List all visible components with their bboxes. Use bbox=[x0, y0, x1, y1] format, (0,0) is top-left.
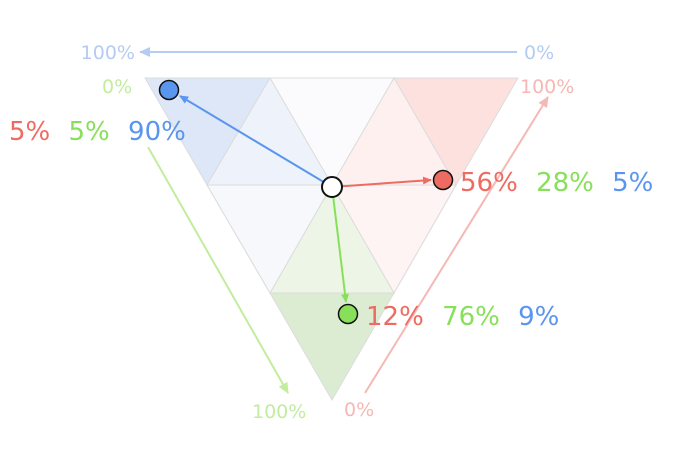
points bbox=[158, 79, 454, 325]
blue-point[interactable] bbox=[158, 79, 180, 101]
green-axis-start-label: 0% bbox=[102, 76, 132, 98]
red-point-label: 56% 28% 5% bbox=[460, 168, 653, 198]
green-axis-end-label: 100% bbox=[252, 401, 306, 423]
blue-point-g: 5% bbox=[69, 117, 110, 147]
blue-point-label: 5% 5% 90% bbox=[9, 117, 186, 147]
green-point[interactable] bbox=[337, 303, 359, 325]
red-point-b: 5% bbox=[612, 168, 653, 198]
vectors bbox=[179, 95, 432, 303]
red-point-r: 56% bbox=[460, 168, 518, 198]
blue-axis-start-label: 100% bbox=[81, 42, 135, 64]
red-axis-arrow bbox=[364, 96, 549, 394]
green-point-label: 12% 76% 9% bbox=[366, 302, 559, 332]
blue-axis-end-label: 0% bbox=[524, 42, 554, 64]
axes: 100% 0% 0% 100% 0% 100% bbox=[81, 42, 575, 423]
red-point[interactable] bbox=[432, 169, 454, 191]
green-axis-arrow bbox=[147, 146, 289, 394]
vector-to-red bbox=[331, 176, 432, 188]
green-point-r: 12% bbox=[366, 302, 424, 332]
blue-point-r: 5% bbox=[9, 117, 50, 147]
green-point-b: 9% bbox=[518, 302, 559, 332]
vector-to-blue bbox=[179, 95, 333, 188]
blue-point-b: 90% bbox=[128, 117, 186, 147]
triangle-grid bbox=[144, 77, 519, 401]
red-axis-end-label: 100% bbox=[520, 76, 574, 98]
red-point-g: 28% bbox=[536, 168, 594, 198]
red-axis-start-label: 0% bbox=[344, 399, 374, 421]
lower-left-cell bbox=[206, 184, 333, 294]
green-point-g: 76% bbox=[442, 302, 500, 332]
center-point[interactable] bbox=[321, 176, 343, 198]
vector-to-green bbox=[331, 186, 350, 303]
